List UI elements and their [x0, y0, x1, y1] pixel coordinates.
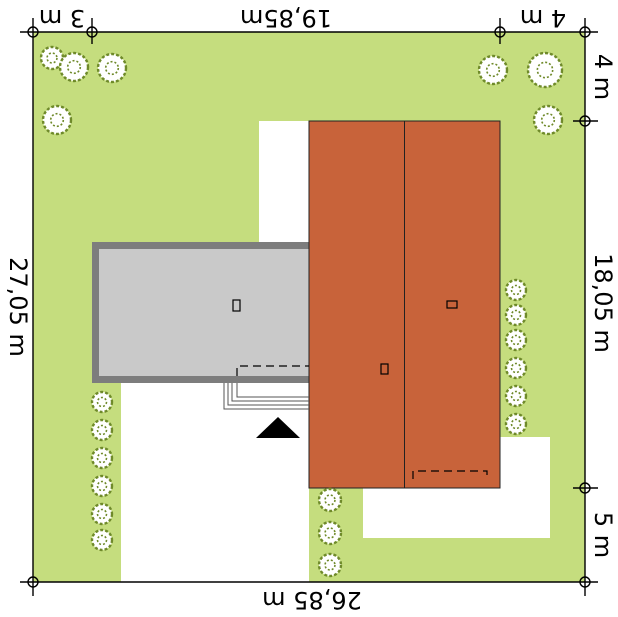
shrub-icon: [39, 45, 65, 71]
entrance-steps: [223, 383, 309, 410]
shrub-icon: [90, 474, 114, 498]
shrub-icon: [90, 390, 114, 414]
chimney-icon: [380, 363, 389, 375]
dim-right-lower: 5 m: [589, 512, 617, 558]
shrub-icon: [477, 54, 509, 86]
shrub-icon: [58, 51, 90, 83]
shrub-icon: [317, 487, 343, 513]
shrub-icon: [90, 528, 114, 552]
dim-right-upper: 4 m: [589, 54, 617, 100]
overhang-dashed-line: [236, 365, 309, 376]
dim-top-width: 19,85m: [240, 4, 332, 32]
dim-top-left: 3 m: [39, 4, 85, 32]
chimney-icon: [232, 299, 241, 312]
dim-right-middle: 18,05 m: [589, 253, 617, 353]
shrub-icon: [317, 520, 343, 546]
dim-top-right: 4 m: [520, 4, 566, 32]
shrub-icon: [90, 446, 114, 470]
shrub-icon: [504, 278, 528, 302]
dim-left-height: 27,05 m: [4, 257, 32, 357]
shrub-icon: [90, 502, 114, 526]
shrub-icon: [532, 104, 564, 136]
shrub-group: [39, 45, 564, 578]
shrub-icon: [504, 356, 528, 380]
shrub-icon: [504, 384, 528, 408]
triangle-entrance-icon: [256, 417, 300, 438]
shrub-icon: [504, 303, 528, 327]
flat-roof: [99, 249, 310, 376]
overhang-dashed-line: [412, 470, 488, 479]
driveway: [121, 381, 309, 582]
shrub-icon: [526, 51, 564, 89]
shrub-icon: [504, 412, 528, 436]
shrub-icon: [96, 52, 128, 84]
dim-bottom-width: 26,85 m: [262, 586, 362, 614]
dimension-lines: [20, 18, 598, 596]
paved-strip-top: [259, 121, 310, 242]
shrub-icon: [90, 418, 114, 442]
chimney-icon: [446, 300, 458, 309]
shrub-icon: [41, 104, 73, 136]
shrub-icon: [504, 328, 528, 352]
shrub-icon: [317, 552, 343, 578]
